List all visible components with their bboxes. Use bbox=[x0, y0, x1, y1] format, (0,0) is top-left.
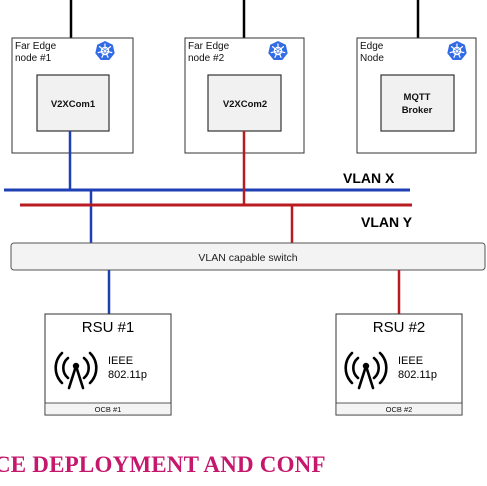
rsu-title: RSU #1 bbox=[82, 319, 135, 336]
node-label-line1: Far Edge bbox=[15, 41, 57, 52]
edge-node: Edge Node MQTT Broker bbox=[356, 37, 477, 154]
switch-label: VLAN capable switch bbox=[198, 252, 297, 264]
node-label-line2: Node bbox=[360, 53, 384, 64]
node-label-line1: Edge bbox=[360, 41, 384, 52]
rsu-2: RSU #2 IEEE 802.11p OCB #2 bbox=[335, 313, 463, 416]
ocb-label: OCB #1 bbox=[95, 405, 122, 414]
rsu-1: RSU #1 IEEE 802.11p OCB #1 bbox=[44, 313, 172, 416]
component-label-line2: Broker bbox=[402, 105, 433, 116]
rsu-standard-line1: IEEE bbox=[398, 355, 423, 367]
far-edge-node-1: Far Edge node #1 V2XCom1 bbox=[11, 37, 134, 154]
component-label: V2XCom1 bbox=[51, 99, 96, 110]
node-label-line2: node #1 bbox=[15, 53, 52, 64]
ocb-label: OCB #2 bbox=[386, 405, 413, 414]
component-label: V2XCom2 bbox=[223, 99, 267, 110]
vlan-x-label: VLAN X bbox=[343, 170, 395, 186]
node-label-line2: node #2 bbox=[188, 53, 225, 64]
top-connectors bbox=[69, 0, 420, 38]
vlan-x-bus: VLAN X bbox=[4, 131, 410, 243]
rsu-standard-line2: 802.11p bbox=[398, 369, 437, 381]
vlan-y-bus: VLAN Y bbox=[20, 131, 413, 243]
rsu-title: RSU #2 bbox=[373, 319, 426, 336]
rsu-standard-line2: 802.11p bbox=[108, 369, 147, 381]
network-diagram: Far Edge node #1 V2XCom1 Far Edge node #… bbox=[4, 0, 486, 416]
rsu-standard-line1: IEEE bbox=[108, 355, 133, 367]
vlan-switch: VLAN capable switch bbox=[10, 242, 486, 271]
component-label: MQTT bbox=[404, 92, 431, 103]
node-label-line1: Far Edge bbox=[188, 41, 230, 52]
section-heading: CE DEPLOYMENT AND CONF bbox=[0, 452, 326, 477]
vlan-y-label: VLAN Y bbox=[361, 214, 413, 230]
